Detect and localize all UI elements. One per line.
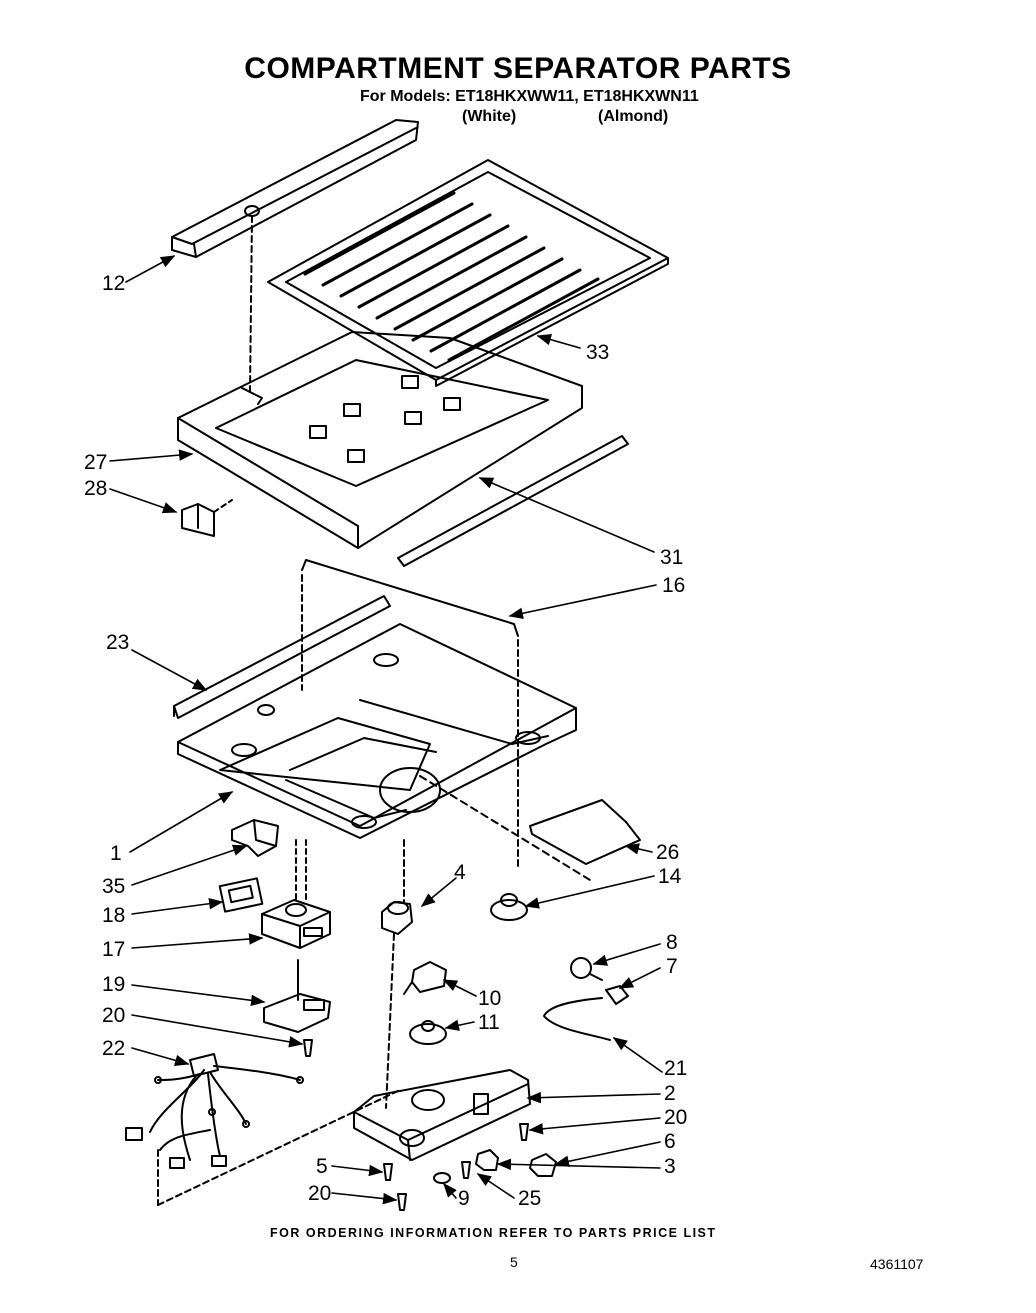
part-label-8: 8 bbox=[666, 931, 678, 954]
part-label-4: 4 bbox=[454, 861, 466, 884]
variant-white: (White) bbox=[462, 108, 517, 125]
part-label-31: 31 bbox=[660, 546, 684, 569]
models-line: For Models: ET18HKXWW11, ET18HKXWN11 bbox=[360, 88, 699, 105]
part-label-18: 18 bbox=[102, 904, 126, 927]
part-22-harness bbox=[125, 1053, 401, 1206]
part-21-wire bbox=[543, 997, 611, 1041]
part-2-housing bbox=[353, 1069, 531, 1161]
part-label-1: 1 bbox=[110, 842, 122, 865]
part-26-insulation bbox=[529, 799, 641, 865]
part-label-12: 12 bbox=[102, 272, 126, 295]
part-label-3: 3 bbox=[664, 1155, 676, 1178]
part-20-screw-a bbox=[303, 1039, 313, 1057]
part-label-2: 2 bbox=[664, 1082, 676, 1105]
part-20-screw-b bbox=[519, 1123, 529, 1141]
part-label-23: 23 bbox=[106, 631, 130, 654]
part-11-dial bbox=[409, 1020, 447, 1045]
document-number: 4361107 bbox=[870, 1256, 924, 1272]
part-27-frame bbox=[177, 331, 583, 549]
page-number: 5 bbox=[510, 1254, 518, 1270]
part-label-28: 28 bbox=[84, 477, 108, 500]
part-label-17: 17 bbox=[102, 938, 126, 961]
part-19-switch bbox=[263, 959, 331, 1033]
part-label-25: 25 bbox=[518, 1187, 542, 1210]
part-25-screw bbox=[461, 1161, 471, 1179]
part-label-20-b: 20 bbox=[664, 1106, 688, 1129]
part-label-20-c: 20 bbox=[308, 1182, 332, 1205]
part-label-21: 21 bbox=[664, 1057, 688, 1080]
part-3-switch bbox=[475, 1149, 499, 1171]
variant-almond: (Almond) bbox=[598, 108, 669, 125]
part-label-35: 35 bbox=[102, 875, 126, 898]
part-5-screw bbox=[383, 1163, 393, 1181]
part-4-socket bbox=[381, 839, 413, 1109]
page-title: COMPARTMENT SEPARATOR PARTS bbox=[244, 52, 792, 85]
part-label-6: 6 bbox=[664, 1130, 676, 1153]
part-7-socket bbox=[605, 985, 629, 1005]
part-label-9: 9 bbox=[458, 1187, 470, 1210]
part-label-5: 5 bbox=[316, 1155, 328, 1178]
part-label-20-a: 20 bbox=[102, 1004, 126, 1027]
part-label-26: 26 bbox=[656, 841, 680, 864]
leader-lines bbox=[109, 255, 663, 1205]
ordering-note: FOR ORDERING INFORMATION REFER TO PARTS … bbox=[270, 1226, 717, 1240]
part-18-gasket bbox=[218, 877, 264, 913]
part-label-33: 33 bbox=[586, 341, 610, 364]
part-label-22: 22 bbox=[102, 1037, 126, 1060]
part-label-14: 14 bbox=[658, 865, 682, 888]
part-label-16: 16 bbox=[662, 574, 686, 597]
part-20-screw-c bbox=[397, 1193, 407, 1211]
part-1-tray bbox=[177, 623, 591, 881]
part-35-connector bbox=[231, 819, 279, 857]
part-17-housing bbox=[261, 839, 331, 949]
part-14-knob bbox=[490, 893, 528, 921]
part-16-wire bbox=[301, 559, 519, 871]
part-label-19: 19 bbox=[102, 973, 126, 996]
part-8-bulb bbox=[570, 957, 603, 981]
part-9-washer bbox=[433, 1172, 451, 1184]
part-label-7: 7 bbox=[666, 955, 678, 978]
part-12-bracket bbox=[171, 119, 419, 393]
part-label-11: 11 bbox=[478, 1011, 500, 1034]
part-10-thermostat bbox=[403, 961, 447, 995]
part-33-grille bbox=[267, 159, 669, 387]
part-23-rail bbox=[173, 595, 391, 719]
part-label-10: 10 bbox=[478, 987, 502, 1010]
part-31-strip bbox=[397, 435, 629, 567]
part-6-switch bbox=[529, 1153, 557, 1177]
part-28-block bbox=[181, 499, 233, 537]
part-label-27: 27 bbox=[84, 451, 108, 474]
